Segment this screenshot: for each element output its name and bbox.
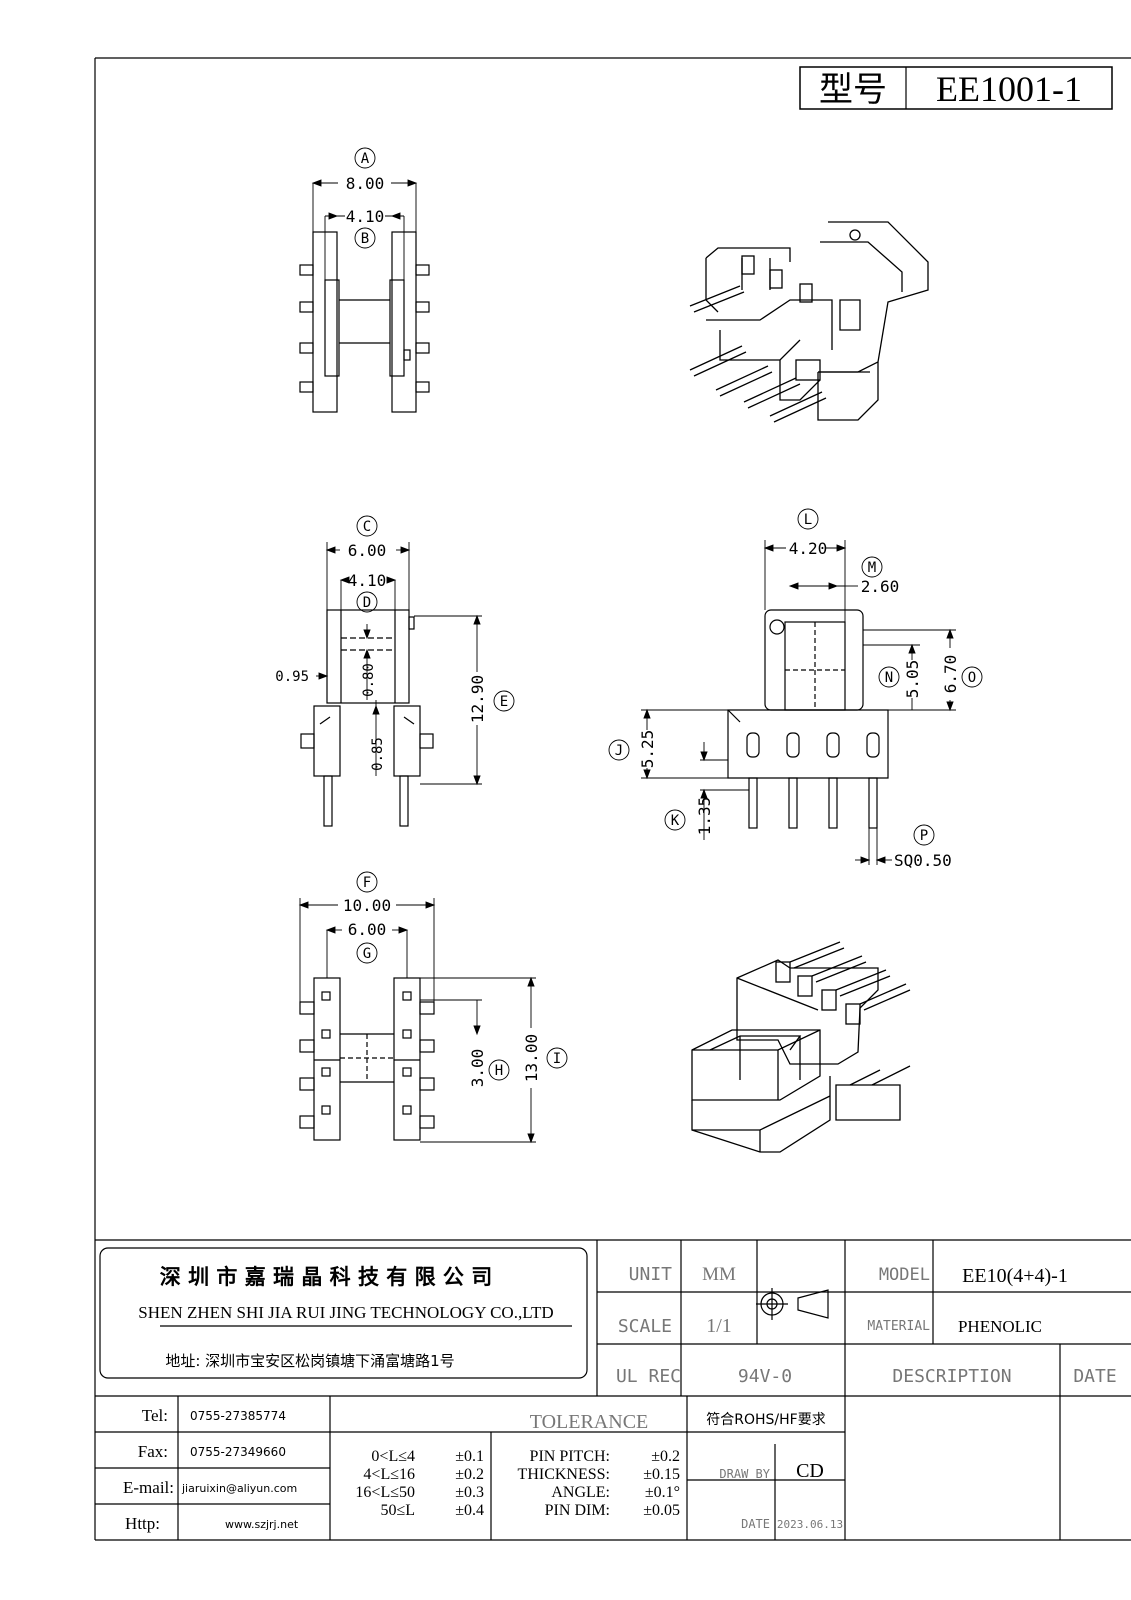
tol-pin-dim: PIN DIM: — [545, 1502, 610, 1519]
dim-E-id: E — [500, 694, 508, 710]
dim-N-id: N — [885, 670, 893, 686]
contact-http-label: Http: — [125, 1514, 160, 1533]
contact-http-value: www.szjrj.net — [225, 1518, 299, 1531]
isometric-view-bottom — [691, 941, 911, 1153]
title-block-text: 深 圳 市 嘉 瑞 晶 科 技 有 限 公 司 SHEN ZHEN SHI JI… — [123, 1264, 1117, 1533]
side-view: L 4.20 M 2.60 N 5.05 O 6.70 J 5.25 K 1.3… — [608, 508, 983, 870]
draw-by-value: CD — [796, 1460, 824, 1482]
dim-O-value: 6.70 — [941, 655, 960, 694]
unit-label: UNIT — [629, 1264, 673, 1285]
contact-fax-value: 0755-27349660 — [190, 1445, 286, 1459]
scale-label: SCALE — [618, 1316, 672, 1337]
dim-A-id: A — [361, 151, 370, 167]
ul-value: 94V-0 — [738, 1366, 792, 1387]
tol-range-3: 16<L≤50 — [355, 1484, 415, 1501]
company-name-en: SHEN ZHEN SHI JIA RUI JING TECHNOLOGY CO… — [138, 1303, 553, 1322]
tol-range-3-value: ±0.3 — [455, 1484, 484, 1501]
tol-pin-dim-value: ±0.05 — [643, 1502, 680, 1519]
dim-P-id: P — [920, 828, 928, 844]
dim-I-id: I — [553, 1051, 561, 1067]
dim-M-value: 2.60 — [861, 577, 900, 596]
rohs-note: 符合ROHS/HF要求 — [706, 1412, 825, 1428]
tol-thickness: THICKNESS: — [518, 1466, 610, 1483]
dim-0-85-value: 0.85 — [370, 737, 386, 771]
dim-0-80-value: 0.80 — [361, 663, 377, 697]
company-address: 地址: 深圳市宝安区松岗镇塘下涌富塘路1号 — [165, 1352, 454, 1370]
dim-J-id: J — [615, 743, 623, 759]
tol-thickness-value: ±0.15 — [643, 1466, 680, 1483]
description-label: DESCRIPTION — [892, 1366, 1011, 1387]
dim-F-id: F — [363, 875, 371, 891]
dim-G-id: G — [363, 946, 371, 962]
dim-O-id: O — [968, 670, 976, 686]
dim-E-value: 12.90 — [468, 675, 487, 723]
projection-symbol-icon — [756, 1288, 829, 1320]
contact-tel-value: 0755-27385774 — [190, 1409, 286, 1423]
material-label: MATERIAL — [867, 1319, 930, 1334]
date-label: DATE — [1073, 1366, 1116, 1387]
contact-tel-label: Tel: — [142, 1406, 168, 1425]
tol-range-2: 4<L≤16 — [363, 1466, 415, 1483]
bottom-view: F 10.00 6.00 G H 3.00 I 13.00 — [298, 871, 568, 1144]
dim-B-value: 4.10 — [346, 207, 385, 226]
tol-range-1: 0<L≤4 — [371, 1448, 415, 1465]
dim-D-value: 4.10 — [348, 571, 387, 590]
tol-pin-pitch: PIN PITCH: — [530, 1448, 610, 1465]
contact-fax-label: Fax: — [138, 1442, 168, 1461]
dim-L-value: 4.20 — [789, 539, 828, 558]
title-block — [95, 1239, 1131, 1541]
dim-H-value: 3.00 — [468, 1049, 487, 1088]
dim-L-id: L — [804, 512, 812, 528]
tol-angle-value: ±0.1° — [645, 1484, 680, 1501]
dim-C-id: C — [363, 519, 371, 535]
header-model-value: EE1001-1 — [936, 69, 1082, 109]
header-model-box: 型号 EE1001-1 — [799, 66, 1113, 110]
ul-label: UL REC — [616, 1366, 681, 1387]
dim-A-value: 8.00 — [346, 174, 385, 193]
unit-value: MM — [702, 1264, 736, 1285]
top-view: A 8.00 4.10 B — [299, 147, 430, 413]
dim-G-value: 6.00 — [348, 920, 387, 939]
tol-range-1-value: ±0.1 — [455, 1448, 484, 1465]
tol-pin-pitch-value: ±0.2 — [651, 1448, 680, 1465]
front-view: C 6.00 4.10 D E 12.90 0.95 0.80 0.85 — [275, 515, 515, 827]
tolerance-label: TOLERANCE — [530, 1411, 649, 1433]
dim-C-value: 6.00 — [348, 541, 387, 560]
model-label: MODEL — [879, 1265, 930, 1285]
tol-angle: ANGLE: — [551, 1484, 610, 1501]
draw-date-label: DATE — [741, 1517, 770, 1531]
scale-value: 1/1 — [706, 1315, 732, 1337]
dim-K-value: 1.35 — [695, 797, 714, 836]
dim-P-value: SQ0.50 — [894, 851, 952, 870]
dim-H-id: H — [495, 1063, 503, 1079]
model-value: EE10(4+4)-1 — [962, 1265, 1068, 1287]
dim-B-id: B — [361, 231, 369, 247]
contact-email-label: E-mail: — [123, 1478, 174, 1497]
dim-F-value: 10.00 — [343, 896, 391, 915]
company-name-cn: 深 圳 市 嘉 瑞 晶 科 技 有 限 公 司 — [160, 1265, 492, 1289]
draw-by-label: DRAW BY — [719, 1467, 770, 1481]
dim-0-95-value: 0.95 — [275, 669, 309, 685]
tol-range-4: 50≤L — [380, 1502, 415, 1519]
dim-K-id: K — [671, 813, 680, 829]
dim-N-value: 5.05 — [903, 660, 922, 699]
tol-range-2-value: ±0.2 — [455, 1466, 484, 1483]
material-value: PHENOLIC — [958, 1317, 1042, 1336]
contact-email-value: jiaruixin@aliyun.com — [181, 1482, 297, 1495]
isometric-view-top — [689, 221, 929, 423]
header-model-label: 型号 — [819, 70, 887, 110]
dim-M-id: M — [868, 560, 876, 576]
dim-D-id: D — [363, 595, 371, 611]
tol-range-4-value: ±0.4 — [455, 1502, 484, 1519]
dim-I-value: 13.00 — [522, 1034, 541, 1082]
draw-date-value: 2023.06.13 — [777, 1518, 843, 1531]
dim-J-value: 5.25 — [638, 730, 657, 769]
